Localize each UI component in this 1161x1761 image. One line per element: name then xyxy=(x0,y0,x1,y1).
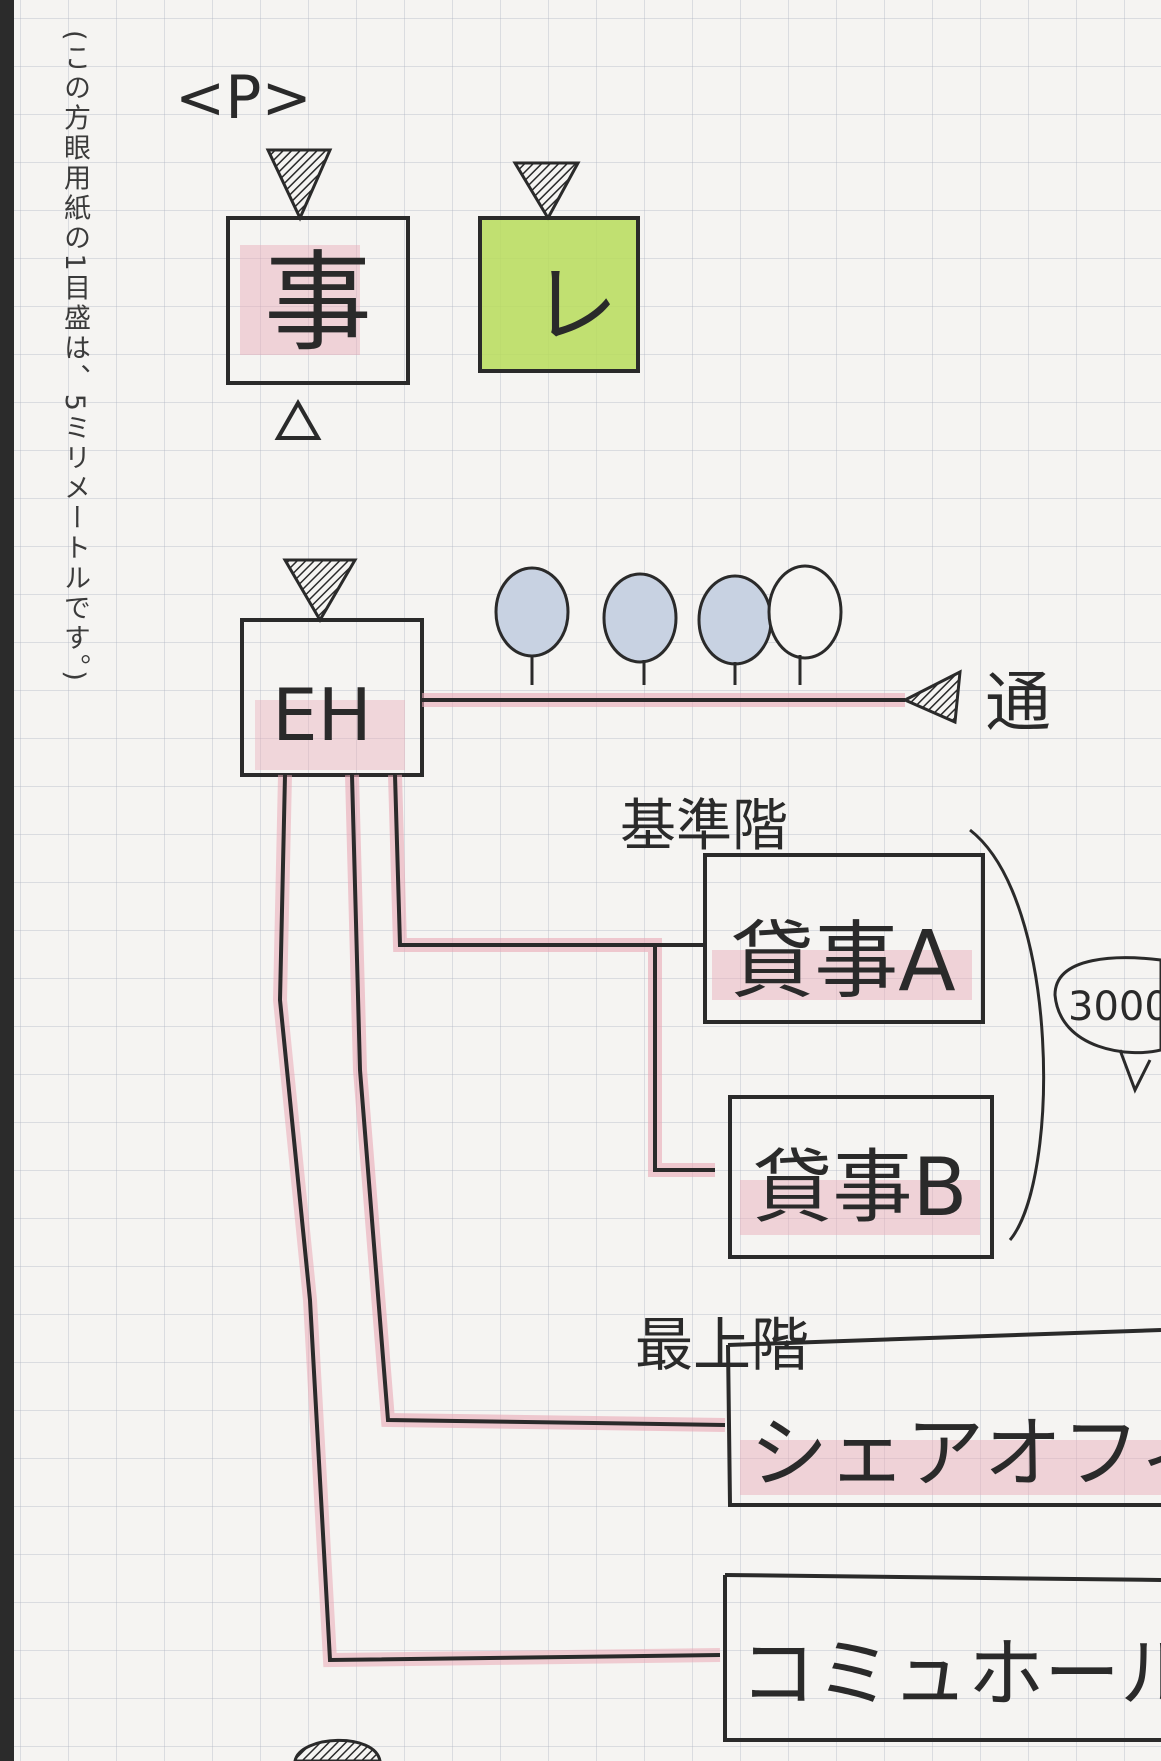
restaurant-box xyxy=(478,216,640,373)
floor-standard-label: 基準階 xyxy=(620,794,788,859)
share-office-label: シェアオフィス xyxy=(750,1409,1161,1499)
rental-office-b-label: 貸事B xyxy=(753,1141,968,1234)
grid-scale-note: (この方眼用紙の1目盛は、5ミリメートルです。) xyxy=(59,30,90,684)
community-hall-box-top xyxy=(724,1573,1161,1582)
rental-a-highlight xyxy=(712,950,972,1000)
elevator-hall-label: EH xyxy=(272,673,372,757)
tree-icon xyxy=(697,574,773,666)
office-box xyxy=(226,216,410,385)
grouping-bracket xyxy=(969,828,1046,1241)
restaurant-entrance-marker-icon xyxy=(512,161,581,222)
page-binding-edge xyxy=(0,0,14,1761)
road-label: 通 xyxy=(985,664,1051,741)
restaurant-fill xyxy=(480,218,638,371)
community-hall-label: コミュホール xyxy=(740,1629,1161,1718)
rental-office-b-box xyxy=(728,1095,994,1259)
share-office-box-top xyxy=(727,1328,1161,1347)
entrance-marker-icon xyxy=(265,148,333,222)
tree-icon xyxy=(494,566,570,658)
share-office-highlight xyxy=(740,1440,1161,1495)
office-box-label: 事 xyxy=(264,241,372,366)
road-entrance-marker-icon xyxy=(901,669,962,725)
eh-entrance-marker-icon xyxy=(282,558,358,623)
parking-label: <P> xyxy=(175,63,312,133)
community-hall-box xyxy=(723,1575,1161,1742)
rental-office-a-label: 貸事A xyxy=(730,912,955,1010)
sub-entrance-triangle-icon xyxy=(274,398,322,440)
eh-highlight xyxy=(255,700,405,770)
share-office-box xyxy=(726,1344,1161,1507)
area-bubble xyxy=(1053,956,1161,1055)
bottom-entrance-marker-icon xyxy=(293,1738,382,1761)
eh-community-hall-connector xyxy=(277,774,721,1663)
rental-office-a-box xyxy=(703,853,985,1024)
eh-share-office-connector xyxy=(350,774,726,1427)
restaurant-box-label: レ xyxy=(532,256,618,356)
tree-icon xyxy=(602,572,678,664)
rental-b-highlight xyxy=(740,1180,980,1235)
tree-icon xyxy=(767,564,843,660)
office-highlight xyxy=(240,245,360,355)
trees-group xyxy=(494,564,843,685)
area-bubble-text: 3000 xyxy=(1068,984,1161,1030)
